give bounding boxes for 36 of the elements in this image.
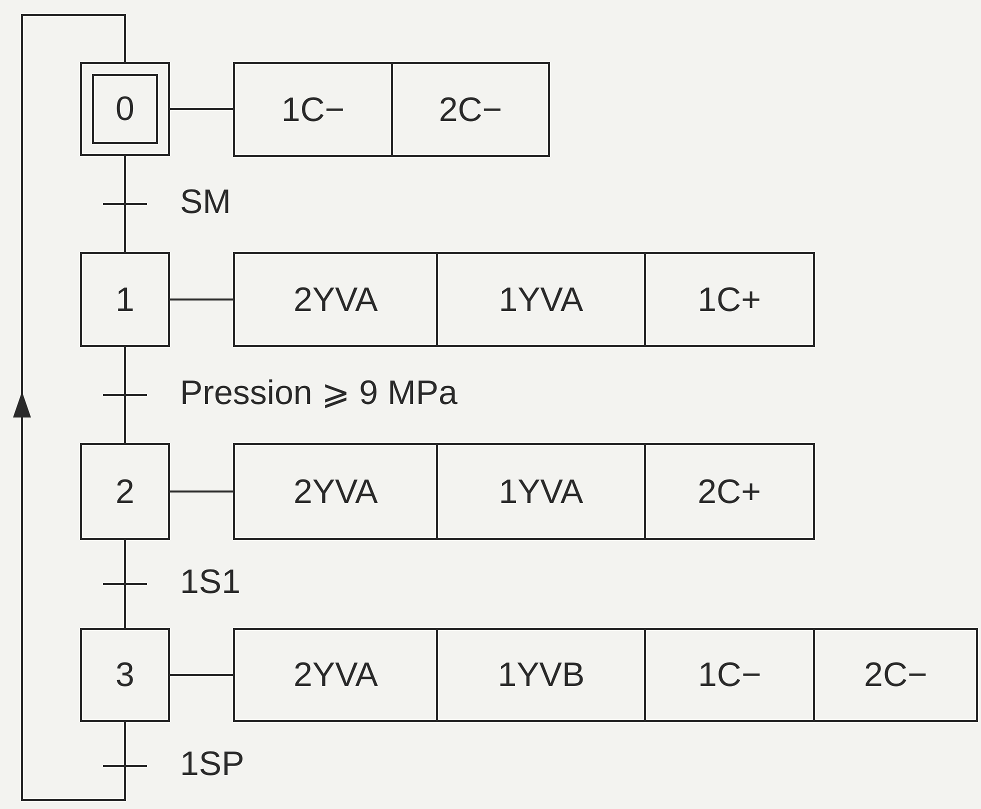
initial-step-box [80,62,170,156]
link-line [170,108,233,110]
action-box [233,62,550,157]
step-box [80,443,170,540]
step-box [80,628,170,722]
action-box [233,252,815,347]
link-line [170,674,233,676]
action-name: 2C− [864,658,928,692]
action-name: 2YVA [293,282,378,316]
step-number: 0 [116,92,134,126]
action-name: 1YVB [498,658,585,692]
step-number: 1 [116,282,134,316]
action-name: 2YVA [293,474,378,508]
action-name: 1C− [281,92,345,126]
return-arrow [13,14,147,801]
transition-condition: Pression ⩾ 9 MPa [180,376,458,410]
transition-condition: SM [180,185,231,219]
step-box [80,252,170,347]
action-name: 1YVA [498,282,584,316]
link-line [103,347,147,443]
link-line [170,298,233,300]
link-line [170,490,233,492]
action-name: 1C+ [698,282,761,316]
link-line [103,540,147,628]
step-number: 2 [116,474,134,508]
action-box [233,443,815,540]
action-name: 2C− [438,92,502,126]
link-line [103,156,147,252]
action-name: 2YVA [294,658,378,692]
transition-condition: 1SP [180,747,244,781]
action-name: 1YVA [498,474,584,508]
step-number: 3 [116,658,134,692]
action-name: 2C+ [698,474,761,508]
transition-condition: 1S1 [180,565,240,599]
action-box [233,628,978,722]
action-name: 1C− [698,658,762,692]
